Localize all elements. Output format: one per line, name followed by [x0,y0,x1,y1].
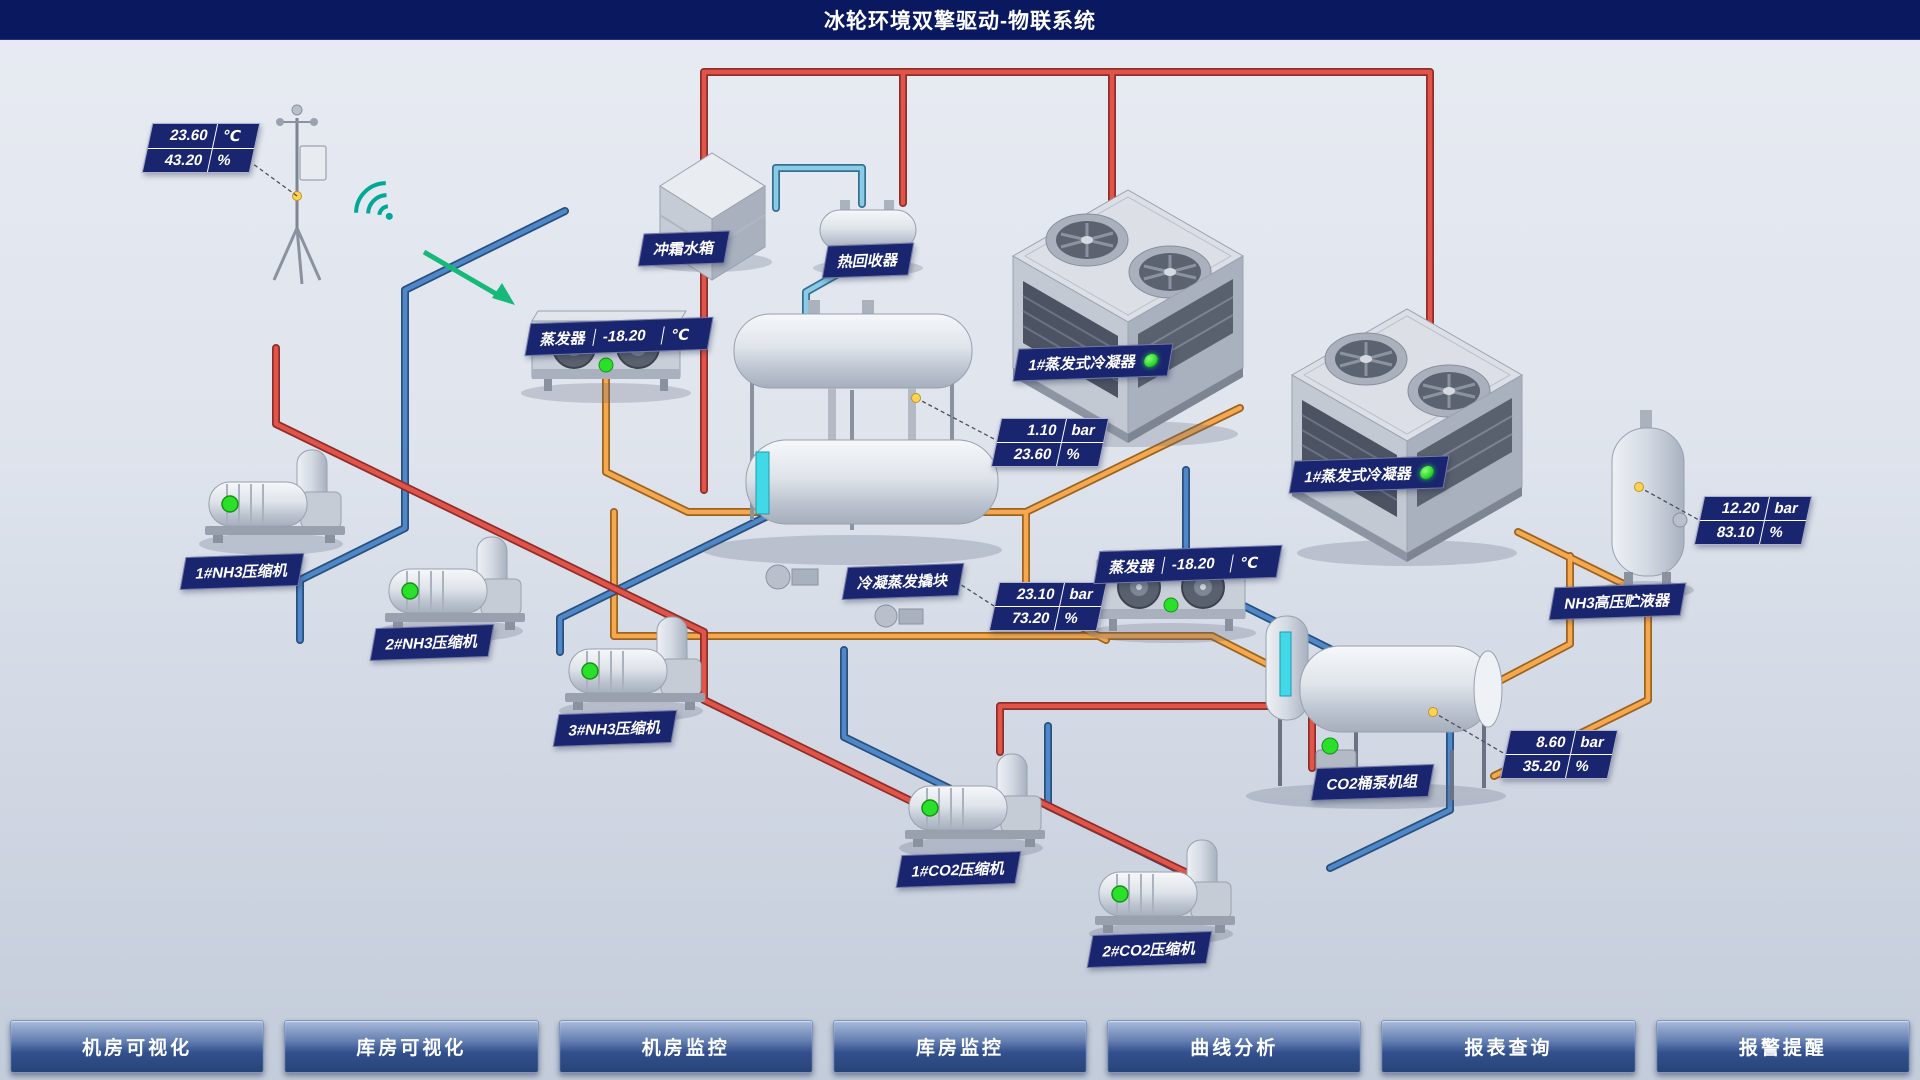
nav-curve-analysis[interactable]: 曲线分析 [1107,1020,1362,1073]
evaporator-right-unit: ℃ [1229,552,1268,573]
nh3-compressor-3-label: 3#NH3压缩机 [552,709,678,748]
defrost-tank-label: 冲霜水箱 [637,230,731,267]
weather-humidity-value: 43.20 [162,152,205,169]
evaporator-right-label: 蒸发器 -18.20 ℃ [1093,544,1283,585]
nav-alarm-reminder[interactable]: 报警提醒 [1655,1020,1910,1073]
condenser-1-status-dot [1142,353,1159,368]
skid-graphic [702,300,1002,628]
co2-pump-unit-readout: 8.60 bar 35.20 % [1499,730,1619,779]
wifi-icon [354,181,393,220]
red-pipes [272,68,1434,888]
co2-compressor-1-label: 1#CO2压缩机 [895,850,1021,889]
nav-warehouse-monitoring[interactable]: 库房监控 [832,1020,1088,1073]
nh3-compressor-1-label: 1#NH3压缩机 [179,552,305,591]
skid-readout: 23.10 bar 73.20 % [988,582,1108,631]
weather-temperature-value: 23.60 [168,127,210,144]
weather-humidity-unit: % [206,149,254,172]
condenser-2-graphic [1290,307,1524,568]
condenser-2-status-dot [1418,465,1435,480]
co2-compressor-2-graphic [1088,839,1236,946]
evaporator-left-temp: -18.20 [592,326,656,346]
nav-warehouse-visualization[interactable]: 库房可视化 [284,1020,539,1073]
nav-report-query[interactable]: 报表查询 [1381,1020,1636,1073]
nh3-receiver-graphic [1598,410,1694,599]
bottom-nav: 机房可视化 库房可视化 机房监控 库房监控 曲线分析 报表查询 报警提醒 [0,1020,1920,1073]
nh3-compressor-1-graphic [198,449,346,556]
weather-readout: 23.60 ℃ 43.20 % [141,123,261,173]
nh3-receiver-readout: 12.20 bar 83.10 % [1693,496,1813,545]
nh3-receiver-label: NH3高压贮液器 [1548,582,1687,621]
co2-compressor-1-graphic [898,753,1046,860]
co2-pump-unit-label: CO2桶泵机组 [1310,763,1435,802]
signal-arrow-icon [422,249,515,305]
co2-compressor-2-label: 2#CO2压缩机 [1086,930,1212,969]
vessel-top-readout: 1.10 bar 23.60 % [990,418,1110,467]
skid-label: 冷凝蒸发撬块 [841,562,965,601]
leader-lines [244,157,1700,755]
condenser-2-label: 1#蒸发式冷凝器 [1288,455,1450,494]
condenser-1-graphic [1011,188,1245,449]
evaporator-left-unit: ℃ [660,324,699,345]
nav-machine-room-visualization[interactable]: 机房可视化 [10,1020,265,1073]
heat-recovery-label: 热回收器 [821,242,915,279]
weather-temperature-unit: ℃ [212,124,260,148]
page-title: 冰轮环境双擎驱动-物联系统 [824,9,1096,33]
nav-machine-room-monitoring[interactable]: 机房监控 [558,1020,813,1073]
evaporator-right-temp: -18.20 [1161,554,1225,574]
condenser-1-label: 1#蒸发式冷凝器 [1012,343,1174,382]
evaporator-left-label: 蒸发器 -18.20 ℃ [524,316,714,357]
weather-station-graphic [272,104,327,285]
nh3-compressor-2-label: 2#NH3压缩机 [369,623,495,662]
app-header: 冰轮环境双擎驱动-物联系统 [0,0,1920,40]
